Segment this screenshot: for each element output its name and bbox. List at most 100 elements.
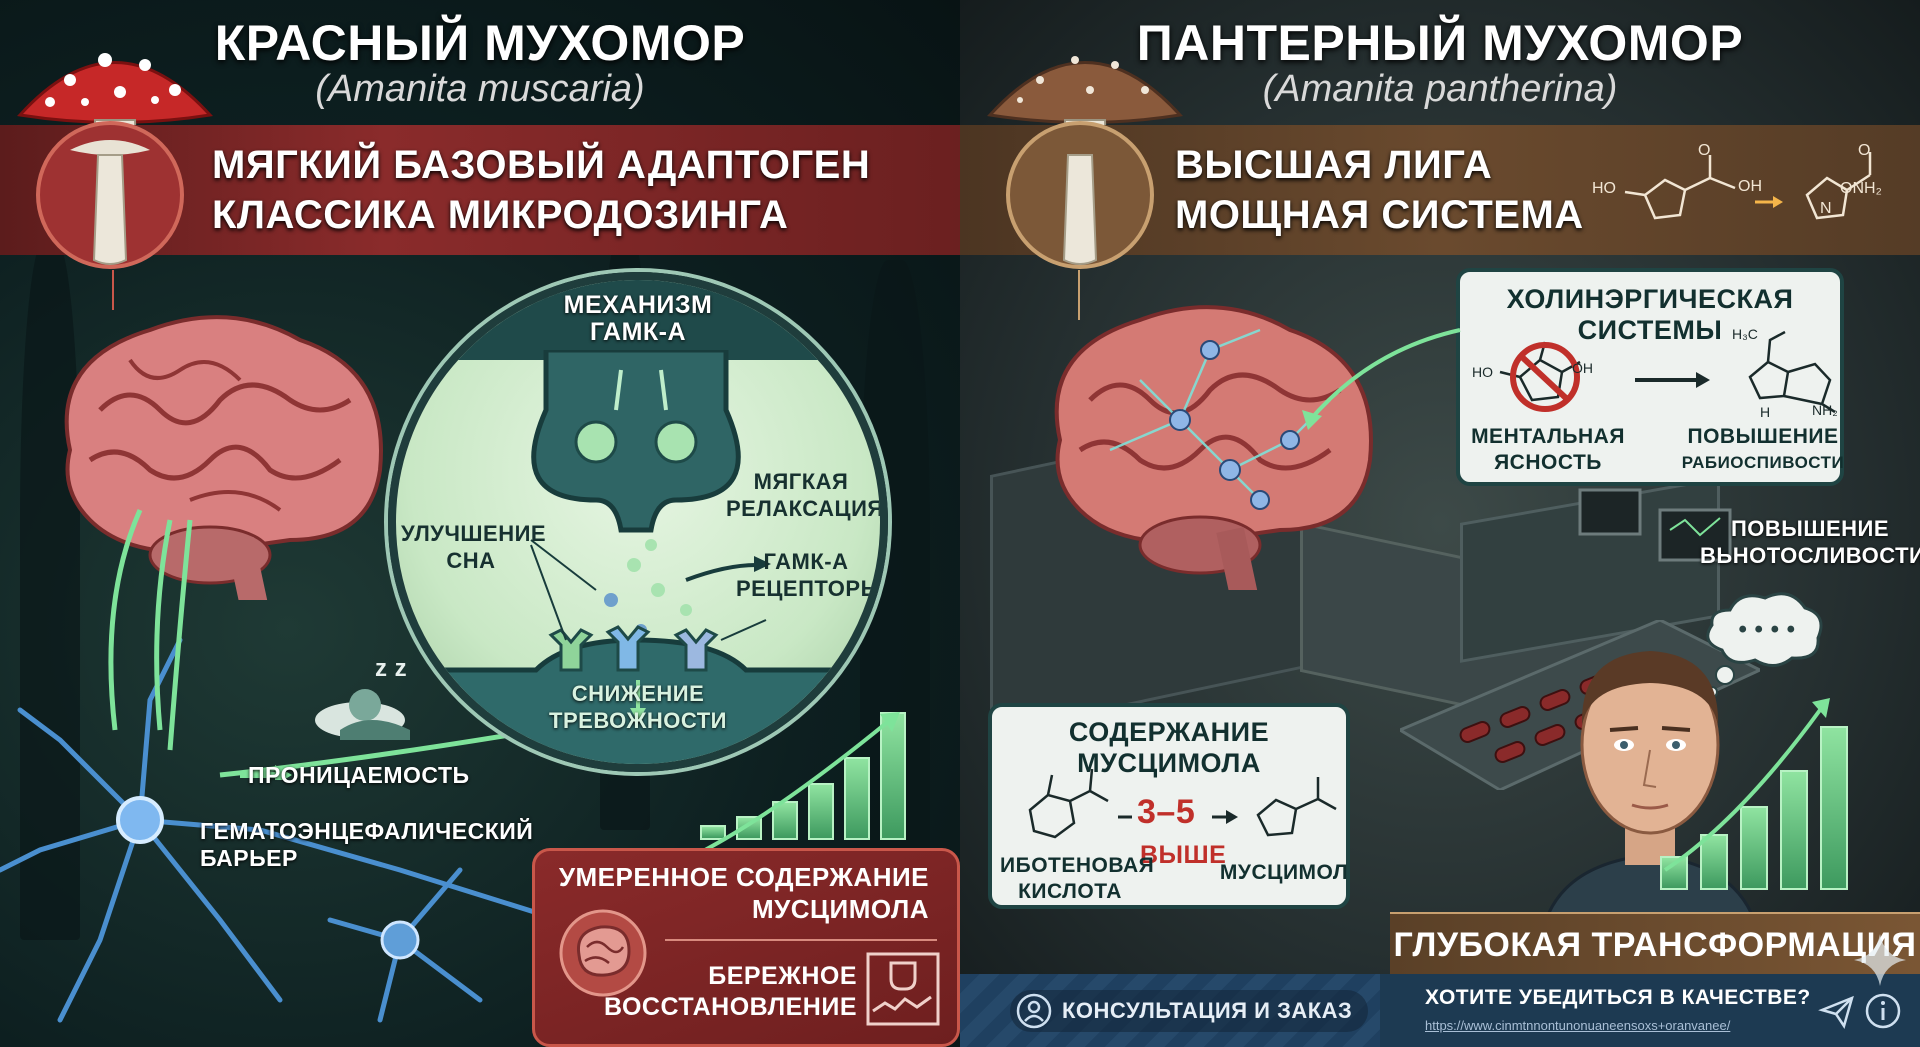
left-title: КРАСНЫЙ МУХОМОР [214, 15, 746, 71]
recovery-line2: ВОССТАНОВЛЕНИЕ [604, 993, 857, 1021]
growth-bar [1820, 726, 1848, 890]
left-banner-line2: КЛАССИКА МИКРОДОЗИНГА [212, 193, 789, 237]
chem-ho-label: HO [1592, 180, 1616, 197]
growth-bar [1660, 856, 1688, 890]
ibotenic-line1: ИБОТЕНОВАЯ [1000, 854, 1155, 877]
ratio-value: 3–5 [1137, 793, 1196, 831]
receptors-line1: ГАМК-А [763, 549, 849, 574]
chem-n-label: N [1820, 200, 1832, 217]
right-subtitle: (Amanita pantherina) [1262, 68, 1618, 110]
connector-line [112, 270, 114, 310]
pointer-arrow [1302, 328, 1461, 430]
panther-medallion-icon [1006, 121, 1154, 269]
muscimol-content-text: УМЕРЕННОЕ СОДЕРЖАНИЕ МУСЦИМОЛА [559, 861, 929, 925]
info-icon[interactable] [1864, 992, 1902, 1030]
higher-label: ВЫШЕ [1140, 841, 1227, 869]
right-panel-amanita-pantherina: ПАНТЕРНЫЙ МУХОМОР (Amanita pantherina) В… [960, 0, 1920, 1047]
anxiety-line2: ТРЕВОЖНОСТИ [549, 708, 727, 733]
chem-onh-text: ONH [1840, 180, 1876, 197]
growth-bar [1700, 834, 1728, 890]
anxiety-line1: СНИЖЕНИЕ [571, 681, 705, 706]
cholinergic-box: ХОЛИНЭРГИЧЕСКАЯ СИСТЕМЫ HO OH H₃C NH₂ H … [1456, 268, 1844, 486]
increase-line2: РАБИОСПИВОСТИ [1681, 453, 1845, 472]
growth-bar [808, 783, 834, 840]
growth-bar [880, 712, 906, 840]
relax-line2: РЕЛАКСАЦИЯ [726, 496, 884, 521]
thought-dots: • • • • [1738, 616, 1796, 643]
recovery-line1: БЕРЕЖНОЕ [708, 962, 857, 990]
muscimol-content-box: СОДЕРЖАНИЕ МУСЦИМОЛА 3–5 ВЫШЕ ИБОТЕНОВАЯ… [988, 703, 1350, 909]
bbb-label: ГЕМАТОЭНЦЕФАЛИЧЕСКИЙ БАРЬЕР [200, 818, 533, 872]
transformation-banner: ГЛУБОКАЯ ТРАНСФОРМАЦИЯ [1390, 912, 1920, 974]
chem-oh-label-2: OH [1572, 360, 1593, 376]
brain-network-icon [1054, 305, 1373, 590]
left-panel-amanita-muscaria: КРАСНЫЙ МУХОМОР (Amanita muscaria) МЯГКИ… [0, 0, 960, 1047]
brain-icon [64, 315, 383, 600]
website-link[interactable]: https://www.cinmtnnontunonuaneensoxs+ora… [1425, 1018, 1731, 1033]
synapse-diagram [396, 350, 880, 764]
sleep-line2: СНА [446, 548, 496, 573]
mental-clarity-label: МЕНТАЛЬНАЯ ЯСНОСТЬ [1468, 424, 1628, 476]
muscimol-line2: МУСЦИМОЛА [751, 894, 929, 924]
growth-arrow-icon-right [1663, 698, 1830, 872]
mental-line1: МЕНТАЛЬНАЯ [1471, 425, 1625, 448]
user-icon [1016, 993, 1052, 1029]
right-title: ПАНТЕРНЫЙ МУХОМОР [1136, 15, 1744, 71]
mechanism-line2: ГАМК-А [589, 318, 687, 346]
growth-bar [700, 825, 726, 840]
tree-silhouette [20, 240, 80, 940]
growth-bar [1780, 770, 1808, 890]
muscimol-content-title: СОДЕРЖАНИЕ МУСЦИМОЛА [1068, 717, 1270, 778]
right-banner-line2: МОЩНАЯ СИСТЕМА [1175, 193, 1584, 237]
footer-bar: КОНСУЛЬТАЦИЯ И ЗАКАЗ ХОТИТЕ УБЕДИТЬСЯ В … [960, 974, 1920, 1047]
relax-label: МЯГКАЯ РЕЛАКСАЦИЯ [726, 468, 884, 522]
growth-bar [1740, 806, 1768, 890]
ibotenic-acid-label: ИБОТЕНОВАЯ КИСЛОТА [1000, 853, 1155, 905]
chem-nh2-label: NH₂ [1812, 402, 1838, 418]
gaba-mechanism-zoom: МЕХАНИЗМ ГАМК-А УЛУЧШЕНИЕ [388, 272, 888, 772]
growth-bar [844, 757, 870, 840]
neuron-icon [0, 637, 563, 1023]
increase-line1: ПОВЫШЕНИЕ [1687, 425, 1839, 448]
brain-badge-icon [559, 909, 647, 997]
zoom-header [396, 280, 880, 360]
chem-o2-label: O [1858, 142, 1871, 159]
computer-monitors-icon [1578, 488, 1732, 562]
mechanism-label: МЕХАНИЗМ ГАМК-А [396, 292, 880, 346]
ibotenic-to-muscimol-icon [1028, 768, 1337, 839]
right-banner-text: ВЫСШАЯ ЛИГА МОЩНАЯ СИСТЕМА [1175, 140, 1584, 240]
bbb-line1: ГЕМАТОЭНЦЕФАЛИЧЕСКИЙ [200, 818, 534, 844]
anxiety-reduce-label: СНИЖЕНИЕ ТРЕВОЖНОСТИ [396, 680, 880, 734]
endurance-line2: ВЬНОТОСЛИВОСТИ [1700, 543, 1920, 568]
endurance-label: ПОВЫШЕНИЕ ВЬНОТОСЛИВОСТИ [1700, 515, 1920, 569]
right-growth-bars [1660, 690, 1870, 890]
send-icon[interactable] [1818, 992, 1856, 1030]
chem-oh-label: OH [1738, 178, 1762, 195]
cholinergic-chemistry-icon [1499, 330, 1836, 414]
sleep-line1: УЛУЧШЕНИЕ [401, 521, 547, 546]
transformation-text: ГЛУБОКАЯ ТРАНСФОРМАЦИЯ [1393, 926, 1917, 964]
left-banner-text: МЯГКИЙ БАЗОВЫЙ АДАПТОГЕН КЛАССИКА МИКРОД… [212, 140, 870, 240]
chem-h3c-label: H₃C [1732, 326, 1758, 342]
mechanism-line1: МЕХАНИЗМ [563, 291, 713, 319]
bbb-line2: БАРЬЕР [200, 845, 298, 871]
consultation-label: КОНСУЛЬТАЦИЯ И ЗАКАЗ [1062, 998, 1353, 1023]
divider [665, 939, 937, 941]
chem-h-label: H [1760, 404, 1771, 420]
chem-ho-label-2: HO [1472, 364, 1493, 380]
chem-o-label: O [1698, 142, 1711, 159]
right-banner-line1: ВЫСШАЯ ЛИГА [1175, 143, 1493, 187]
mushroom-medallion-icon [36, 121, 184, 269]
sleep-improve-label: УЛУЧШЕНИЕ СНА [401, 520, 547, 574]
left-banner-line1: МЯГКИЙ БАЗОВЫЙ АДАПТОГЕН [212, 143, 871, 187]
banner-chemistry-icon [1624, 152, 1872, 220]
mental-line2: ЯСНОСТЬ [1494, 451, 1602, 474]
receptors-line2: РЕЦЕПТОРЫ [736, 576, 883, 601]
consultation-button[interactable]: КОНСУЛЬТАЦИЯ И ЗАКАЗ [1010, 990, 1369, 1032]
left-subtitle: (Amanita muscaria) [315, 68, 645, 110]
quality-question: ХОТИТЕ УБЕДИТЬСЯ В КАЧЕСТВЕ? [1425, 986, 1811, 1009]
muscimol-line1: УМЕРЕННОЕ СОДЕРЖАНИЕ [558, 862, 929, 892]
connector-line [1078, 270, 1080, 320]
gentle-recovery-text: БЕРЕЖНОЕ ВОССТАНОВЛЕНИЕ [604, 961, 857, 1023]
relax-line1: МЯГКАЯ [753, 469, 849, 494]
